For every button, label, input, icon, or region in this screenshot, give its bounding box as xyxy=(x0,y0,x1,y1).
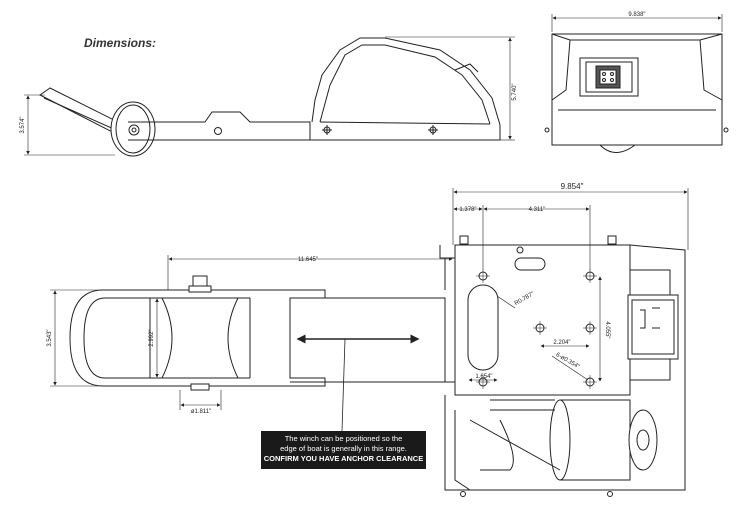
hole-centerlines xyxy=(476,269,597,389)
offset-left-label: 1.378" xyxy=(459,207,476,213)
roller-distance-label: 11.645" xyxy=(298,257,318,263)
top-view xyxy=(69,235,686,497)
callout-line-3: CONFIRM YOU HAVE ANCHOR CLEARANCE xyxy=(263,454,424,463)
side-height-dimension xyxy=(24,94,115,156)
front-view xyxy=(544,33,729,153)
top-dimension-lines xyxy=(50,188,689,410)
side-right-height-label: 5.740" xyxy=(512,83,518,100)
roller-diameter-label: ø1.811" xyxy=(191,409,211,415)
roller-outer-label: 3.543" xyxy=(47,329,53,346)
side-view xyxy=(39,37,501,157)
callout-line-2: edge of boat is generally in this range. xyxy=(280,444,407,453)
hole-height-label: 4.055" xyxy=(604,321,610,338)
clearance-callout: The winch can be positioned so the edge … xyxy=(261,431,426,469)
slot-width-label: 1.654" xyxy=(475,374,492,380)
callout-line-1: The winch can be positioned so the xyxy=(284,434,403,443)
front-width-label: 9.838" xyxy=(628,12,645,18)
positioning-range-arrow xyxy=(296,334,420,432)
hole-spacing-top-label: 4.311" xyxy=(529,207,546,213)
side-height-label: 3.574" xyxy=(20,116,26,133)
front-width-dimension xyxy=(551,14,723,32)
roller-inner-label: 2.992" xyxy=(149,329,155,346)
hole-spacing-mid-label: 2.204" xyxy=(553,340,570,346)
dimensions-title: Dimensions: xyxy=(84,36,157,50)
overall-width-label: 9.854" xyxy=(561,182,584,191)
side-right-dimension xyxy=(385,36,515,141)
